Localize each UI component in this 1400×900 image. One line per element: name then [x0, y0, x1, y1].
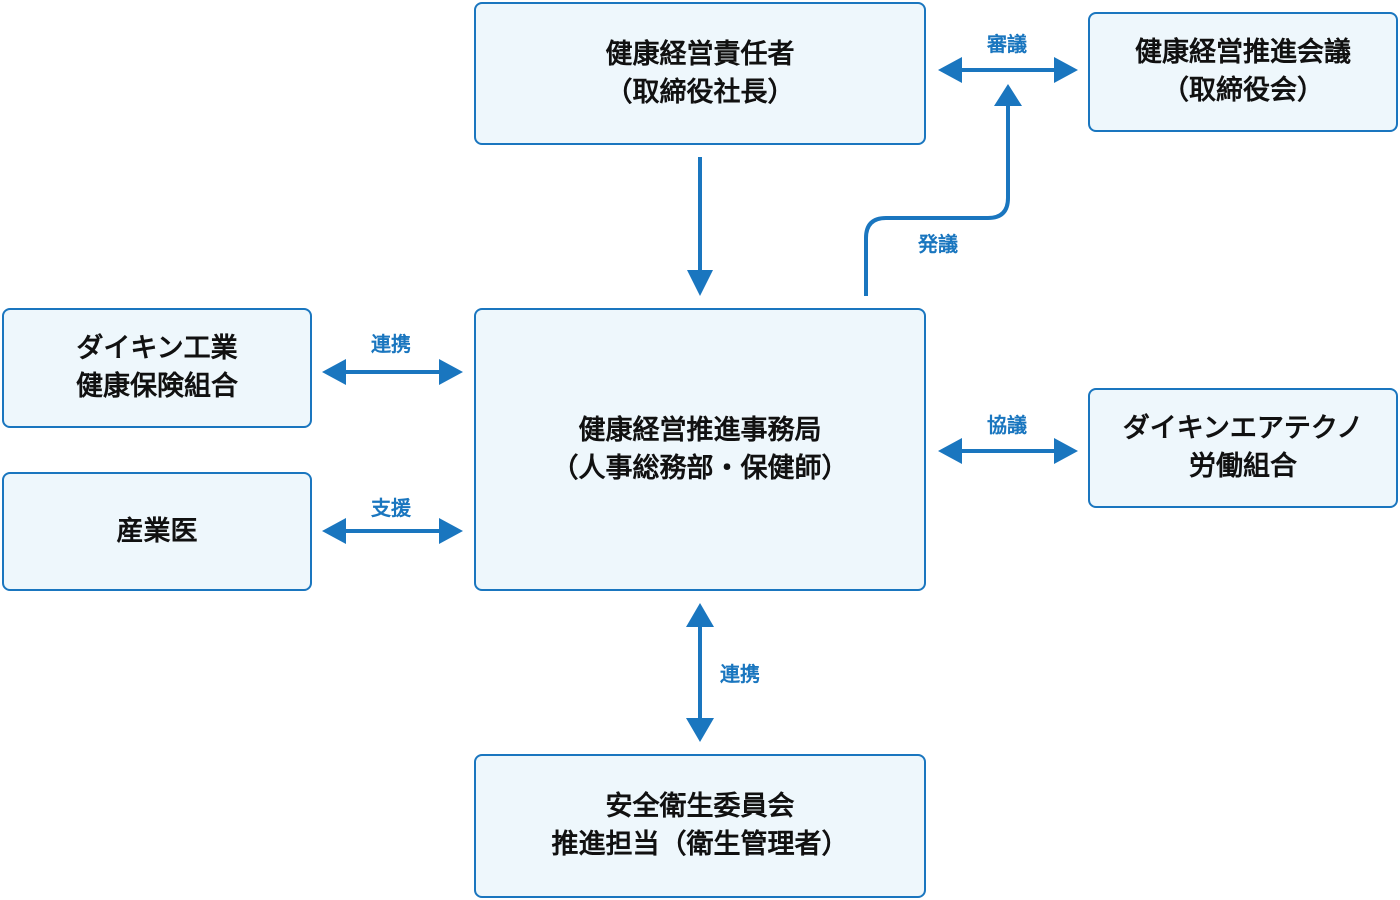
node-subtitle: （取締役社長） — [605, 76, 795, 108]
node-subtitle: 労働組合 — [1189, 451, 1297, 482]
node-title: ダイキン工業 — [76, 333, 238, 364]
node-safety-health-committee: 安全衛生委員会 推進担当（衛生管理者） — [474, 754, 926, 898]
node-subtitle: 推進担当（衛生管理者） — [551, 829, 849, 860]
node-labor-union: ダイキンエアテクノ 労働組合 — [1088, 388, 1398, 508]
node-title: 健康経営推進会議 — [1135, 37, 1351, 68]
arrow-support-doctor — [322, 518, 463, 544]
arrow-deliberation — [938, 57, 1078, 83]
edge-label-deliberation: 審議 — [987, 32, 1027, 56]
arrow-cooperation-insurance — [322, 359, 463, 385]
arrow-cooperation-safety — [686, 603, 714, 742]
node-title: ダイキンエアテクノ — [1122, 413, 1364, 444]
node-health-promotion-council: 健康経営推進会議 （取締役会） — [1088, 12, 1398, 132]
node-health-insurance-union: ダイキン工業 健康保険組合 — [2, 308, 312, 428]
node-subtitle: （取締役会） — [1162, 75, 1324, 106]
arrow-consultation-union — [938, 438, 1078, 464]
node-title: 健康経営推進事務局 — [578, 414, 822, 446]
edge-label-cooperation-insurance: 連携 — [371, 332, 411, 356]
arrow-proposal — [864, 84, 1022, 296]
arrow-responsible-to-secretariat — [687, 157, 713, 296]
node-health-promotion-secretariat: 健康経営推進事務局 （人事総務部・保健師） — [474, 308, 926, 591]
node-industrial-physician: 産業医 — [2, 472, 312, 591]
node-subtitle: 健康保険組合 — [76, 371, 238, 402]
node-title: 産業医 — [116, 515, 198, 547]
node-title: 健康経営責任者 — [605, 38, 795, 70]
edge-label-consultation-union: 協議 — [987, 413, 1027, 437]
node-health-management-responsible: 健康経営責任者 （取締役社長） — [474, 2, 926, 145]
node-title: 安全衛生委員会 — [605, 791, 795, 822]
edge-label-cooperation-safety: 連携 — [720, 662, 760, 686]
node-subtitle: （人事総務部・保健師） — [551, 452, 849, 484]
edge-label-proposal: 発議 — [918, 232, 958, 256]
edge-label-support-doctor: 支援 — [371, 496, 411, 520]
